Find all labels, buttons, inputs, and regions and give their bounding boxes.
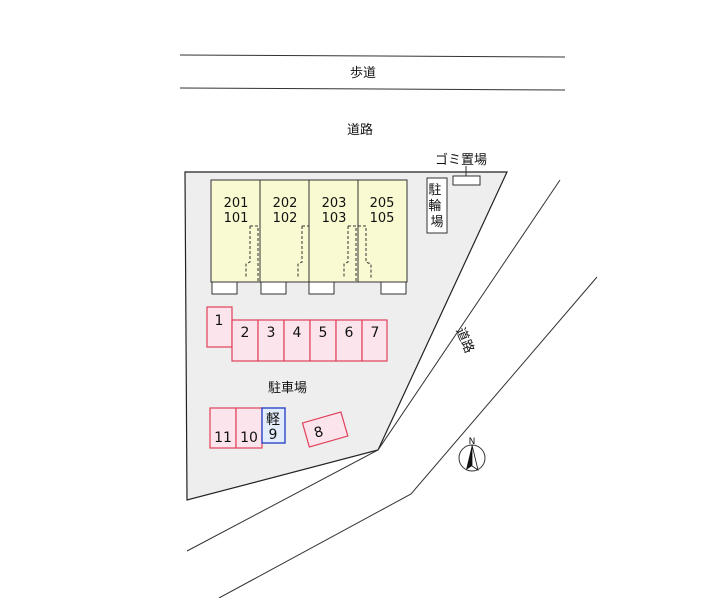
parking-space-6-label: 6: [345, 325, 354, 341]
entry-step-4: [380, 281, 407, 295]
parking-space-10: 10: [235, 407, 263, 449]
north-label: N: [469, 437, 476, 447]
entry-step-1: [211, 281, 238, 295]
parking-space-5-label: 5: [319, 325, 328, 341]
entry-step-2: [260, 281, 287, 295]
stairs-3: [343, 225, 357, 282]
unit-1-upper: 201: [224, 196, 249, 211]
road-right-label: 道路: [452, 325, 477, 355]
parking-space-2-label: 2: [241, 325, 250, 341]
bicycle-parking: [426, 177, 448, 234]
building: 201 101 202 102 203 103 205 105: [210, 179, 408, 295]
stairs-1: [245, 225, 259, 282]
parking-space-4: 4: [283, 319, 311, 362]
unit-3-upper: 203: [322, 196, 347, 211]
unit-2-upper: 202: [273, 196, 298, 211]
parking-space-7: 7: [361, 319, 388, 362]
road-right-line-outer: [218, 276, 598, 599]
bicycle-char-2: 輪: [428, 198, 441, 214]
unit-4-lower: 105: [370, 211, 395, 226]
unit-1-lower: 101: [224, 211, 249, 226]
parking-space-5: 5: [309, 319, 337, 362]
north-arrow-icon: N: [458, 437, 486, 472]
parking-space-9-kei-label: 軽: [266, 412, 280, 428]
unit-4-upper: 205: [370, 196, 395, 211]
parking-space-11: 11: [209, 407, 237, 449]
garbage-label: ゴミ置場: [435, 152, 487, 168]
parking-space-8-label: 8: [312, 424, 325, 442]
parking-space-11-label: 11: [214, 430, 232, 446]
sidewalk-line-bottom: [179, 87, 566, 91]
bicycle-char-3: 場: [430, 215, 443, 230]
parking-label: 駐車場: [268, 381, 307, 396]
garbage-area: [452, 175, 481, 186]
parking-space-8: 8: [301, 411, 349, 448]
parking-space-2: 2: [231, 319, 259, 362]
parking-space-10-label: 10: [240, 430, 258, 446]
parking-space-7-label: 7: [371, 325, 380, 341]
entry-step-3: [308, 281, 335, 295]
parking-space-3: 3: [257, 319, 285, 362]
bicycle-label: 駐 輪 場: [428, 183, 445, 230]
parking-space-4-label: 4: [293, 325, 302, 341]
stairs-4: [358, 225, 372, 278]
parking-space-6: 6: [335, 319, 363, 362]
sidewalk-label: 歩道: [350, 66, 376, 81]
road-right-line-inner: [186, 179, 561, 552]
bicycle-char-1: 駐: [428, 183, 441, 198]
parking-space-3-label: 3: [267, 325, 276, 341]
stairs-2: [297, 225, 309, 278]
unit-3-lower: 103: [322, 211, 347, 226]
unit-2-lower: 102: [273, 211, 298, 226]
parking-space-9-number: 9: [269, 427, 278, 443]
parking-space-9-kei: 軽 9: [261, 407, 286, 444]
parking-space-1-label: 1: [215, 313, 224, 329]
road-top-label: 道路: [347, 122, 373, 138]
sidewalk-line-top: [179, 54, 566, 58]
parking-space-1: 1: [206, 306, 233, 348]
